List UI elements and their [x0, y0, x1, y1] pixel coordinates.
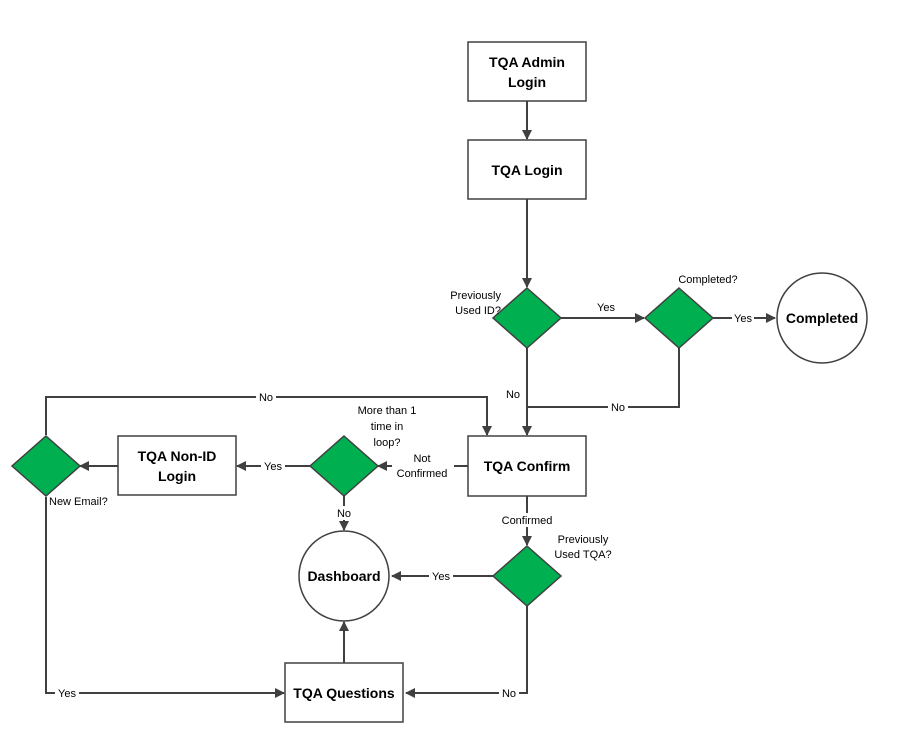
box-tqa-admin-login-line2: Login: [508, 74, 546, 90]
edge-label-confirmed: Confirmed: [502, 515, 553, 527]
label-previously-used-id-line1: Previously: [450, 290, 501, 302]
box-tqa-login: TQA Login: [467, 139, 587, 200]
label-completed-q: Completed?: [678, 274, 737, 286]
label-more-than-1-line1: More than 1: [358, 405, 417, 417]
edge-label-yes-id: Yes: [597, 302, 615, 314]
box-tqa-confirm: TQA Confirm: [467, 435, 587, 497]
edge-label-yes-used-tqa: Yes: [432, 571, 450, 583]
edge-label-not-confirmed-line2: Confirmed: [397, 468, 448, 480]
edge-label-no-more-than-1: No: [337, 508, 351, 520]
label-previously-used-id-line2: Used ID?: [455, 305, 501, 317]
edge-completed-q-no: [527, 347, 680, 408]
box-tqa-confirm-label: TQA Confirm: [484, 458, 571, 474]
box-tqa-admin-login: TQA Admin Login: [467, 41, 587, 102]
label-new-email: New Email?: [49, 496, 108, 508]
box-tqa-nonid-login-line1: TQA Non-ID: [138, 448, 217, 464]
box-tqa-questions: TQA Questions: [284, 662, 404, 723]
edge-label-no-completed: No: [611, 402, 625, 414]
decision-new-email: [10, 434, 82, 498]
edge-label-yes-more-than-1: Yes: [264, 461, 282, 473]
box-tqa-nonid-login: TQA Non-ID Login: [117, 435, 237, 496]
label-previously-used-tqa-line1: Previously: [558, 534, 609, 546]
edge-used-tqa-to-questions: [405, 606, 528, 698]
edge-new-email-yes: [45, 497, 285, 698]
edge-label-yes-new-email: Yes: [58, 688, 76, 700]
edge-label-no-new-email: No: [259, 392, 273, 404]
label-previously-used-tqa-line2: Used TQA?: [554, 549, 611, 561]
edge-label-no-used-tqa: No: [502, 688, 516, 700]
circle-dashboard: Dashboard: [298, 530, 390, 622]
box-tqa-questions-label: TQA Questions: [293, 685, 395, 701]
box-tqa-nonid-login-line2: Login: [158, 468, 196, 484]
decision-more-than-1: [308, 434, 380, 498]
edge-label-yes-completed: Yes: [734, 313, 752, 325]
box-tqa-login-label: TQA Login: [491, 162, 562, 178]
label-more-than-1-line2: time in: [371, 421, 403, 433]
edges: [45, 101, 776, 698]
edge-label-no-id: No: [506, 389, 520, 401]
circle-completed-label: Completed: [786, 310, 858, 326]
decision-previously-used-tqa: [491, 544, 563, 608]
circle-completed: Completed: [776, 272, 868, 364]
decision-completed-q: [643, 286, 715, 350]
decision-previously-used-id: [491, 286, 563, 350]
box-tqa-admin-login-line1: TQA Admin: [489, 54, 565, 70]
edge-label-not-confirmed-line1: Not: [413, 453, 430, 465]
label-more-than-1-line3: loop?: [374, 437, 401, 449]
circle-dashboard-label: Dashboard: [307, 568, 380, 584]
